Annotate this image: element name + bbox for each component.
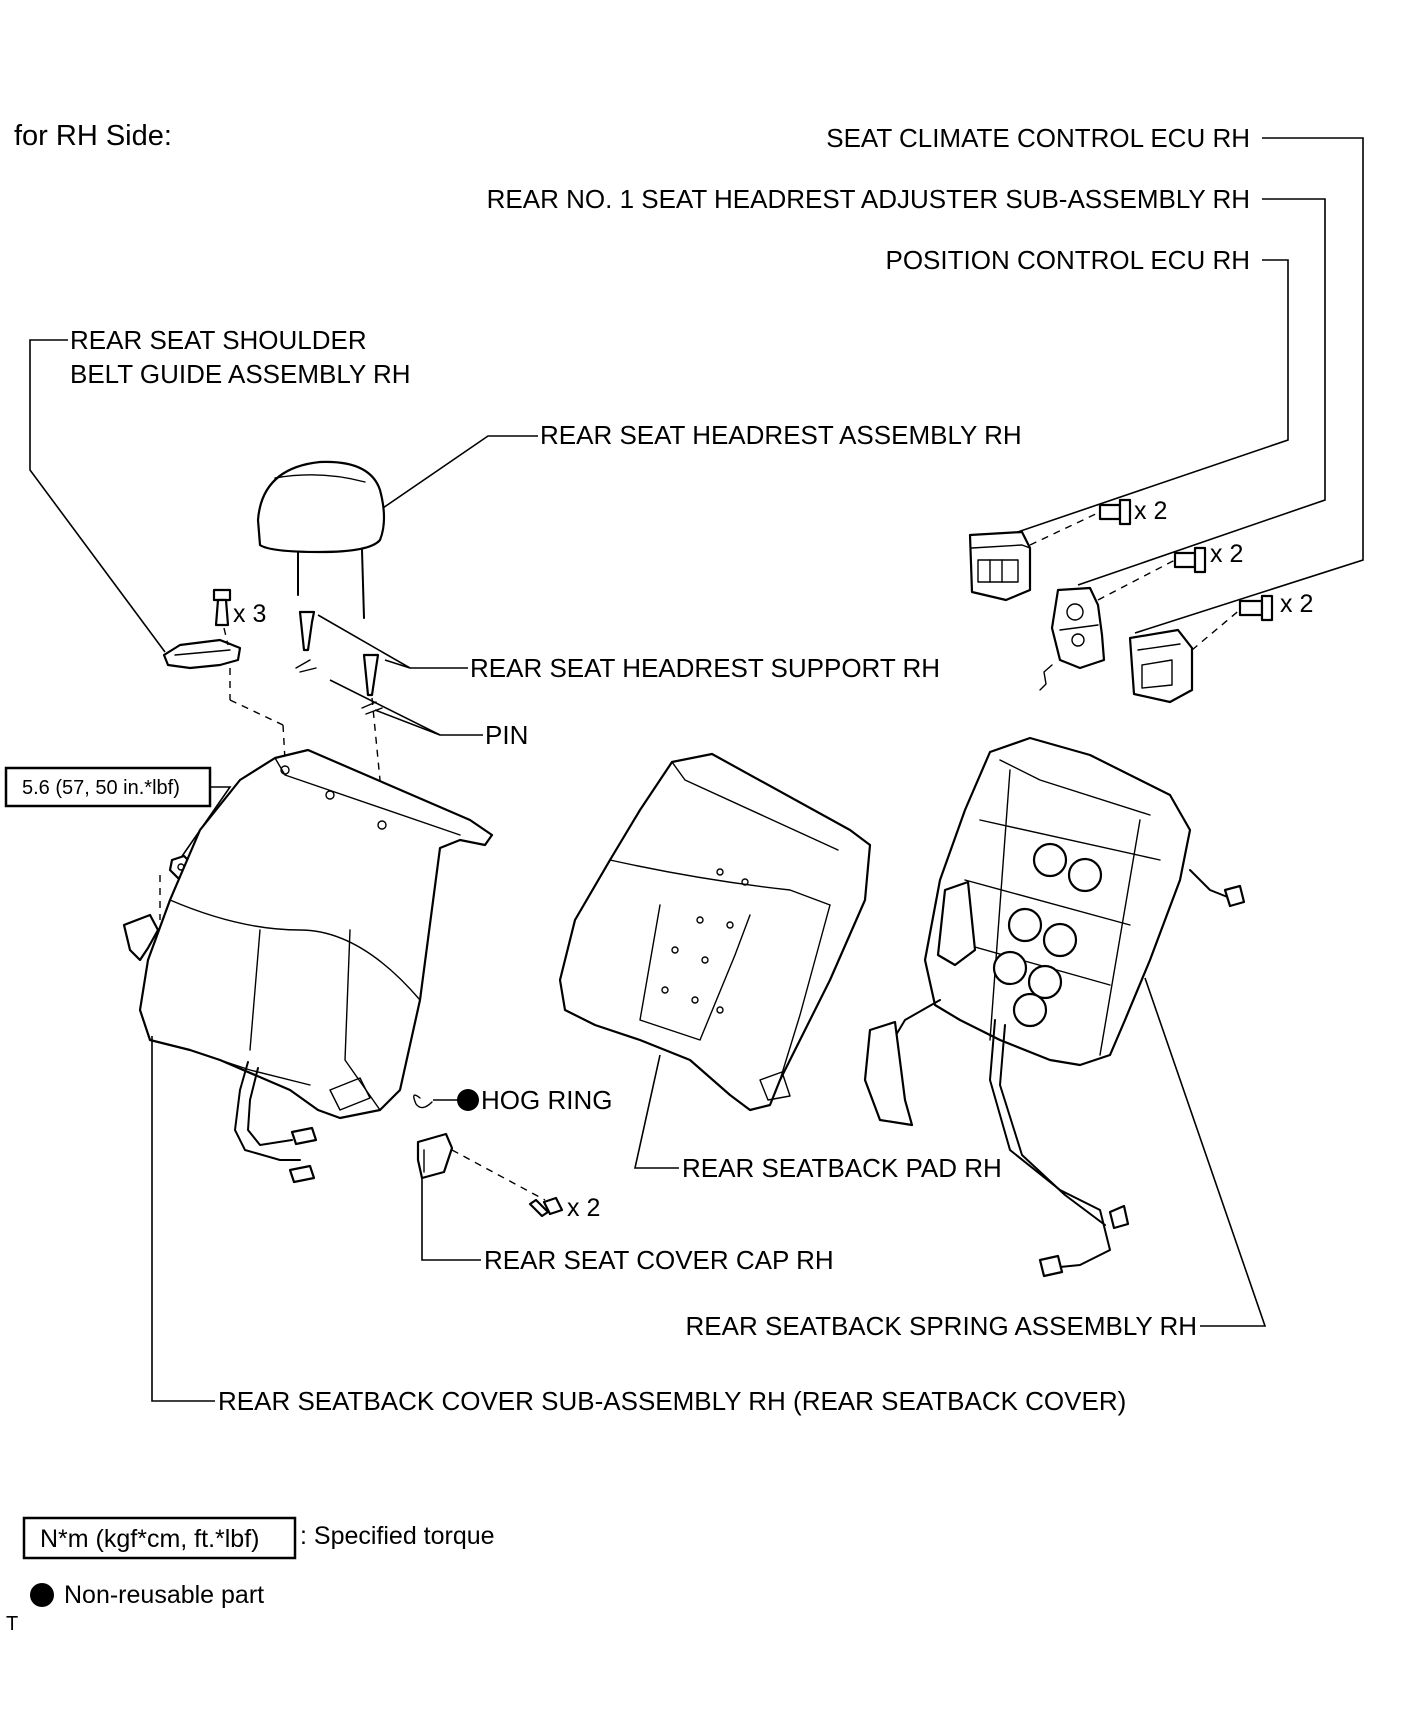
leader-torque xyxy=(177,786,232,863)
leader-belt-guide xyxy=(29,339,166,653)
position-control-ecu-part xyxy=(1128,628,1194,704)
non-reusable-dot-icon xyxy=(30,1583,54,1607)
seat-climate-control-ecu-part xyxy=(968,530,1032,602)
leader-headrest-support-2 xyxy=(384,659,411,669)
belt-guide-screw xyxy=(212,588,232,646)
torque-spec-value: 5.6 (57, 50 in.*lbf) xyxy=(22,777,180,799)
cover-cap-screw xyxy=(528,1196,564,1218)
torque-spec-box xyxy=(4,766,212,808)
leader-seatback-cover xyxy=(151,1036,215,1402)
leader-pin xyxy=(329,679,483,736)
label-shoulder-belt-guide-line1: REAR SEAT SHOULDER xyxy=(70,325,367,355)
label-seatback-pad: REAR SEATBACK PAD RH xyxy=(682,1153,1002,1183)
seatback-cover-wiring xyxy=(234,1061,318,1184)
seatback-cover-part xyxy=(138,748,494,1120)
non-reusable-dot-icon xyxy=(457,1089,479,1111)
shoulder-belt-guide-part xyxy=(162,638,242,670)
label-hog-ring: HOG RING xyxy=(481,1085,612,1115)
label-seatback-spring: REAR SEATBACK SPRING ASSEMBLY RH xyxy=(686,1311,1197,1341)
seat-cover-cap-part xyxy=(416,1132,454,1180)
label-position-control-ecu: POSITION CONTROL ECU RH xyxy=(885,245,1250,275)
seatback-pad-part xyxy=(558,752,872,1112)
bolt-icon xyxy=(1238,599,1264,617)
headrest-support-part xyxy=(298,610,380,697)
hog-ring-part xyxy=(413,1089,479,1111)
cover-bracket-part xyxy=(122,913,160,962)
qty-adjuster-screws: x 2 xyxy=(1210,540,1243,568)
qty-climate-ecu-screws: x 2 xyxy=(1134,497,1167,525)
leader-seatback-pad xyxy=(634,1054,679,1169)
label-headrest-adjuster: REAR NO. 1 SEAT HEADREST ADJUSTER SUB-AS… xyxy=(487,184,1250,214)
leader-lines-top-right xyxy=(999,137,1364,634)
label-headrest-support: REAR SEAT HEADREST SUPPORT RH xyxy=(470,653,940,683)
label-pin: PIN xyxy=(485,720,528,750)
leader-seat-cover-cap xyxy=(421,1178,481,1261)
legend-torque-text: : Specified torque xyxy=(300,1522,495,1550)
bolt-icon xyxy=(542,1196,564,1216)
diagram-side-title: for RH Side: xyxy=(14,120,172,152)
corner-mark: T xyxy=(6,1613,18,1635)
headrest-adjuster-part xyxy=(1039,586,1106,691)
bolt-icon xyxy=(212,588,232,602)
ecu-screws xyxy=(1029,498,1274,651)
label-seat-cover-cap: REAR SEAT COVER CAP RH xyxy=(484,1245,834,1275)
label-seat-climate-ecu: SEAT CLIMATE CONTROL ECU RH xyxy=(826,123,1250,153)
leader-seatback-spring xyxy=(1144,977,1267,1327)
qty-position-ecu-screws: x 2 xyxy=(1280,590,1313,618)
headrest-part xyxy=(256,460,386,619)
bolt-icon xyxy=(1173,551,1197,569)
leader-headrest-support-1 xyxy=(317,614,468,669)
legend-torque-units: N*m (kgf*cm, ft.*lbf) xyxy=(40,1525,259,1553)
legend-torque-box xyxy=(22,1516,297,1560)
qty-belt-guide-screws: x 3 xyxy=(233,600,266,628)
qty-cover-cap-screws: x 2 xyxy=(567,1194,600,1222)
seatback-spring-frame-part xyxy=(923,736,1192,1067)
label-seatback-cover: REAR SEATBACK COVER SUB-ASSEMBLY RH (REA… xyxy=(218,1386,1126,1416)
label-shoulder-belt-guide-line2: BELT GUIDE ASSEMBLY RH xyxy=(70,359,411,389)
legend-nonreusable-text: Non-reusable part xyxy=(64,1581,264,1609)
bolt-icon xyxy=(1098,503,1122,521)
label-headrest-assembly: REAR SEAT HEADREST ASSEMBLY RH xyxy=(540,420,1022,450)
leader-headrest xyxy=(379,435,538,511)
pin-parts xyxy=(295,659,383,715)
seatback-spring-wiring xyxy=(863,869,1246,1278)
